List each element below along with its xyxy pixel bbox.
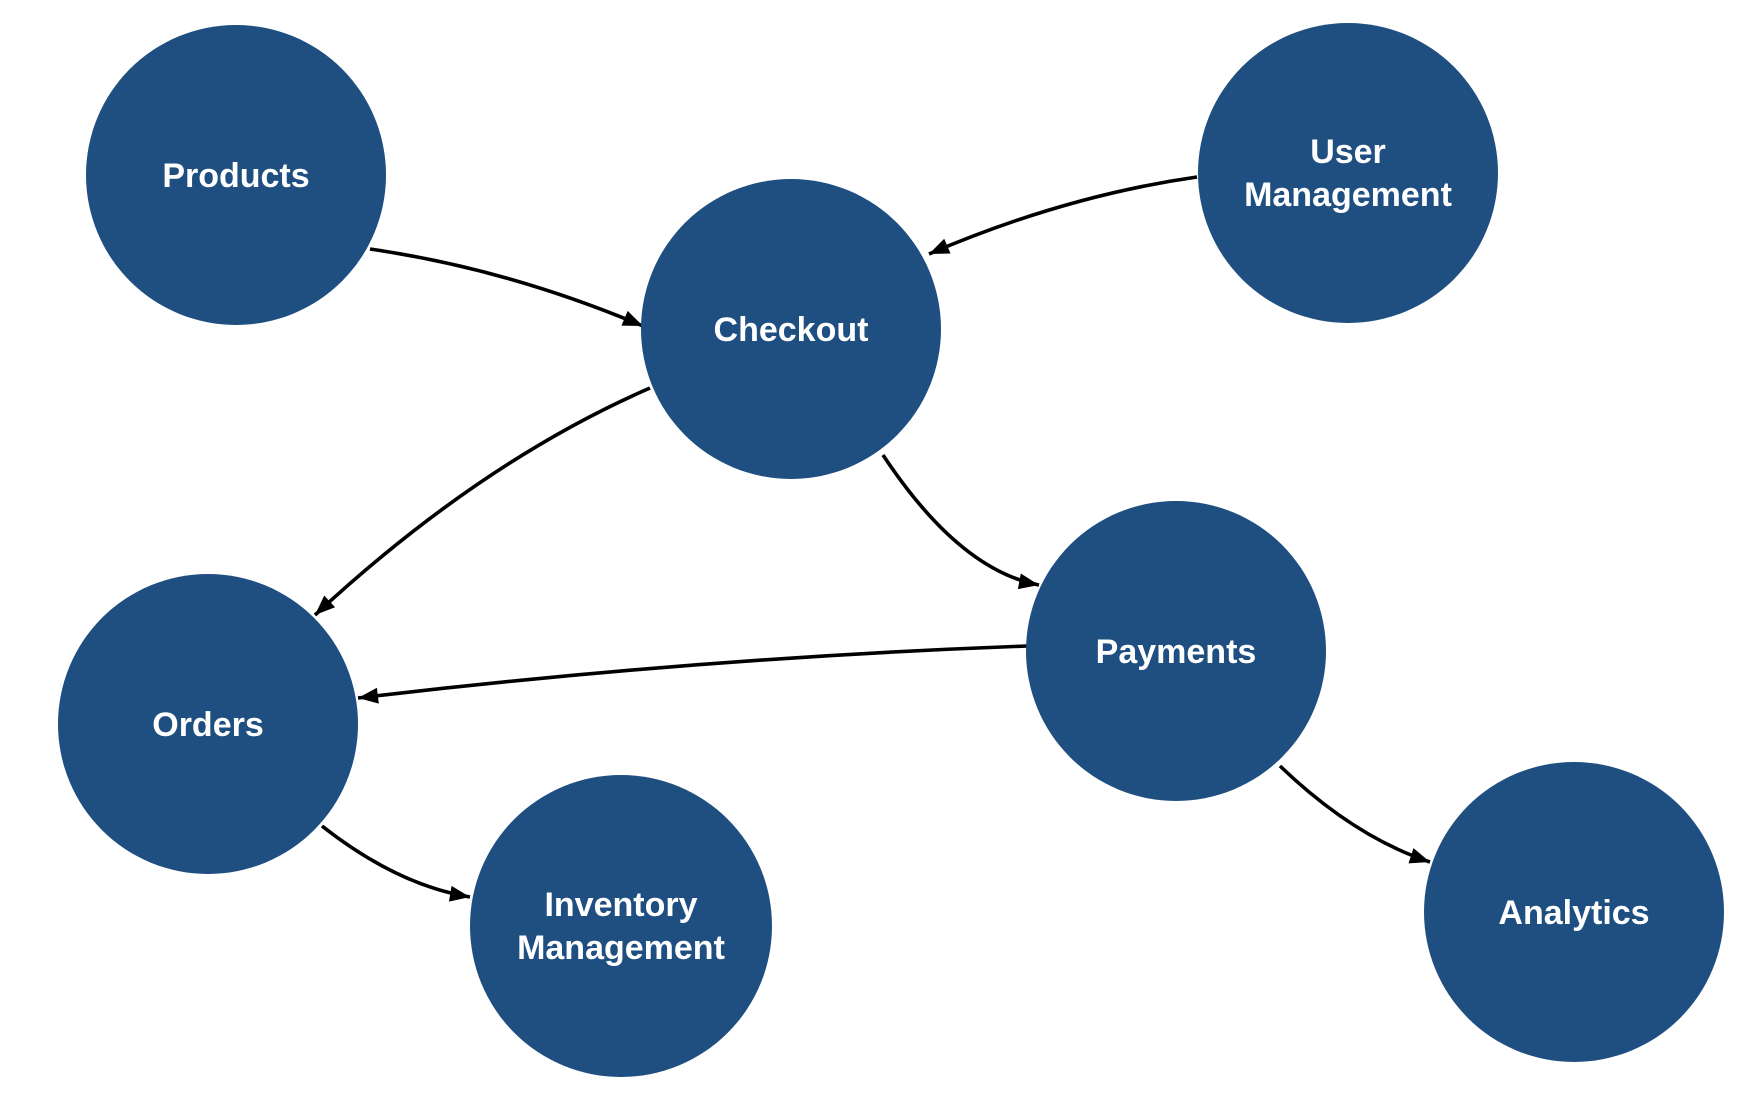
node-analytics[interactable]: Analytics <box>1424 762 1724 1062</box>
node-inventory-management-circle[interactable] <box>470 775 772 1077</box>
edge-checkout-to-payments[interactable] <box>881 454 1040 590</box>
node-products-circle[interactable] <box>86 25 386 325</box>
node-orders-circle[interactable] <box>58 574 358 874</box>
edge-checkout-to-orders[interactable] <box>313 386 651 617</box>
node-analytics-circle[interactable] <box>1424 762 1724 1062</box>
node-orders[interactable]: Orders <box>58 574 358 874</box>
edges-layer <box>313 175 1431 902</box>
node-payments[interactable]: Payments <box>1026 501 1326 801</box>
edge-user-management-to-checkout[interactable] <box>928 175 1198 256</box>
node-checkout-circle[interactable] <box>641 179 941 479</box>
node-payments-circle[interactable] <box>1026 501 1326 801</box>
node-checkout[interactable]: Checkout <box>641 179 941 479</box>
node-products[interactable]: Products <box>86 25 386 325</box>
edge-payments-to-analytics[interactable] <box>1278 764 1431 864</box>
edge-payments-to-orders[interactable] <box>357 644 1028 704</box>
edge-products-to-checkout[interactable] <box>369 247 644 328</box>
node-user-management-circle[interactable] <box>1198 23 1498 323</box>
edge-orders-to-inventory-management[interactable] <box>320 824 471 902</box>
